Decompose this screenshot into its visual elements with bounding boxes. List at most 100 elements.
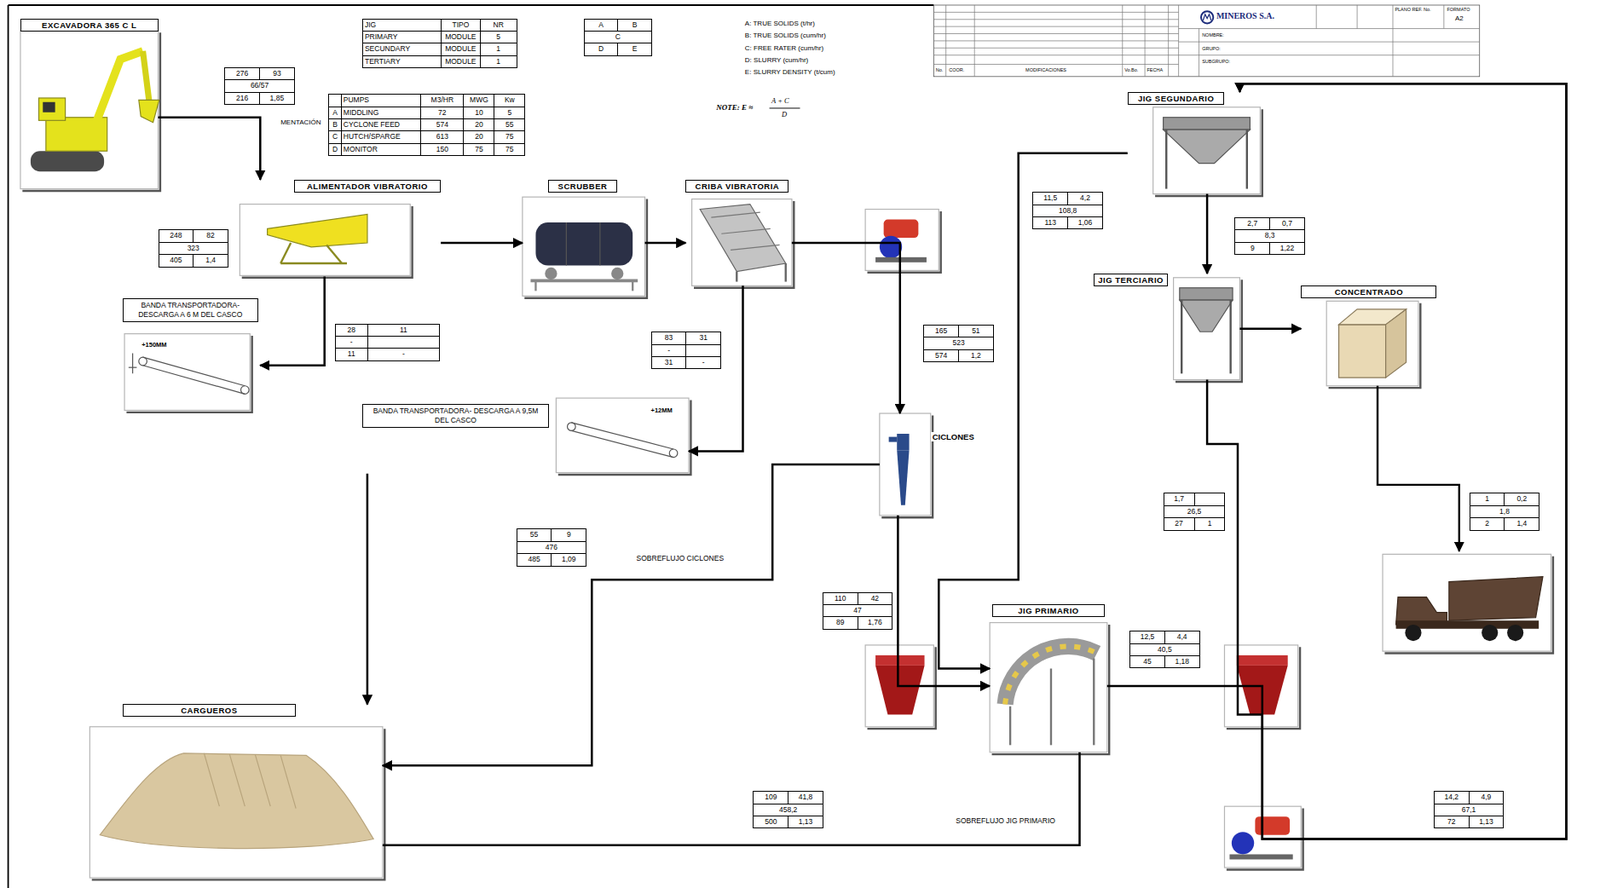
title-block <box>933 5 1479 77</box>
stream-data-cell: 28 <box>335 323 369 337</box>
equipment-name: CRIBA VIBRATORIA <box>695 181 780 191</box>
title-block-text: NOMBRE: <box>1201 32 1225 38</box>
company-name: MINEROS S.A. <box>1216 11 1275 21</box>
table-value: 1,2 <box>970 351 982 360</box>
pump-table-cell <box>328 93 341 107</box>
title-block-text: MODIFICACIONES <box>1025 67 1067 73</box>
pump-table-cell: B <box>328 118 341 132</box>
table-value: 1,76 <box>867 618 883 627</box>
secondary-jig <box>1153 107 1261 195</box>
hydrocyclone <box>879 413 931 516</box>
stream-data-cell: 93 <box>259 67 295 81</box>
table-value: 109 <box>764 792 777 802</box>
key-table-cell: E <box>617 42 653 56</box>
flow-label: SOBREFLUJO JIG PRIMARIO <box>953 816 1058 826</box>
table-value: 40,5 <box>1157 645 1173 654</box>
table-value: 2,7 <box>1247 219 1258 228</box>
table-value: 1,4 <box>205 255 216 265</box>
circular-jig <box>989 623 1108 753</box>
table-value: PUMPS <box>343 95 370 104</box>
table-value: 1,4 <box>1516 519 1527 528</box>
stream-data-cell: 0,7 <box>1269 217 1306 231</box>
tertiary-jig <box>1229 300 1231 374</box>
table-value: MONITOR <box>343 144 378 154</box>
equipment-node: ALIMENTADOR VIBRATORIO <box>239 179 441 278</box>
flow-line <box>1206 194 1209 275</box>
stream-data-cell: 1,22 <box>1269 242 1306 255</box>
table-value: TERTIARY <box>364 57 401 66</box>
table-value: 41,8 <box>798 792 814 802</box>
stream-data-cell: 1,8 <box>1469 505 1540 519</box>
stream-data-cell: - <box>651 344 688 358</box>
title-block <box>933 18 1179 20</box>
stream-data-cell: 42 <box>857 592 894 606</box>
table-value: 47 <box>853 606 861 615</box>
equipment-node: CRIBA VIBRATORIA <box>685 179 792 287</box>
section-text: MENTACIÓN <box>280 118 321 127</box>
title-block-text: GRUPO: <box>1201 46 1221 52</box>
stream-data-cell: 66/57 <box>224 79 295 93</box>
pump-table-cell: 72 <box>420 106 464 120</box>
jig-table-cell: PRIMARY <box>362 30 442 44</box>
table-value: 4,9 <box>1481 792 1492 802</box>
title-block-text: FORMATO <box>1446 6 1470 12</box>
table-value: 485 <box>527 554 540 564</box>
table-value: C <box>332 132 338 141</box>
conveyor-belt <box>558 399 692 474</box>
flow-line <box>382 752 1081 846</box>
vibrating-screen <box>710 212 780 250</box>
vibrating-screen <box>699 204 786 272</box>
table-value: 14,2 <box>1444 792 1459 802</box>
conveyor-belt <box>143 365 246 395</box>
title-block-text: PLANO REF. No. <box>1394 6 1431 12</box>
table-value: 31 <box>664 358 673 367</box>
dump-truck <box>1404 624 1421 642</box>
table-value: 323 <box>187 243 200 253</box>
table-value: 248 <box>169 231 182 240</box>
stream-data-cell: 40,5 <box>1129 643 1200 657</box>
dump-truck <box>1396 597 1448 625</box>
stream-data-cell: 9 <box>550 528 587 542</box>
table-value: CYCLONE FEED <box>343 120 400 129</box>
title-block-text: SUBGRUPO: <box>1201 58 1231 64</box>
table-value: 1,09 <box>561 554 577 564</box>
table-value: TIPO <box>451 20 469 29</box>
table-value: 20 <box>474 132 483 141</box>
table-value: 113 <box>1044 218 1057 227</box>
pump-table-cell: D <box>328 143 341 156</box>
table-value: A <box>332 108 338 117</box>
tertiary-jig <box>1175 279 1242 382</box>
scrubber-drum <box>522 196 647 299</box>
stream-data-cell: - <box>367 347 440 361</box>
stream-data-cell: 1,18 <box>1164 655 1201 669</box>
vibratory-feeder <box>280 242 291 264</box>
equipment-title: ALIMENTADOR VIBRATORIO <box>294 179 441 193</box>
stream-data-cell: 47 <box>822 604 893 618</box>
table-value: HUTCH/SPARGE <box>343 132 401 141</box>
title-block-text: Vo.Bo. <box>1124 67 1138 73</box>
vibratory-feeder <box>239 204 412 278</box>
pump-table-cell: 574 <box>420 118 464 132</box>
title-block-text: GRUPO: <box>1201 46 1221 52</box>
stream-data-cell: 216 <box>224 92 260 105</box>
title-block <box>1392 5 1393 77</box>
title-block-text: No. <box>935 67 944 73</box>
stream-key-text: B: TRUE SOLIDS (cum/hr) <box>745 31 826 40</box>
tertiary-jig <box>1173 277 1241 381</box>
table-value: 165 <box>935 326 948 336</box>
equipment-name: EXCAVADORA 365 C L <box>41 20 137 30</box>
stream-data-cell: 476 <box>516 541 587 555</box>
slurry-pump <box>879 236 902 259</box>
table-value: 55 <box>505 120 514 129</box>
flow-label-text: SOBREFLUJO JIG PRIMARIO <box>955 816 1056 826</box>
scrubber-drum <box>534 280 537 291</box>
page-frame <box>8 4 935 6</box>
table-value: 2 <box>1484 519 1490 528</box>
title-block <box>1201 11 1213 24</box>
excavator <box>38 98 65 121</box>
flow-line <box>366 473 370 705</box>
table-value: 276 <box>236 69 249 78</box>
table-value: 5 <box>496 32 501 41</box>
pump-table-cell: 75 <box>462 143 495 156</box>
